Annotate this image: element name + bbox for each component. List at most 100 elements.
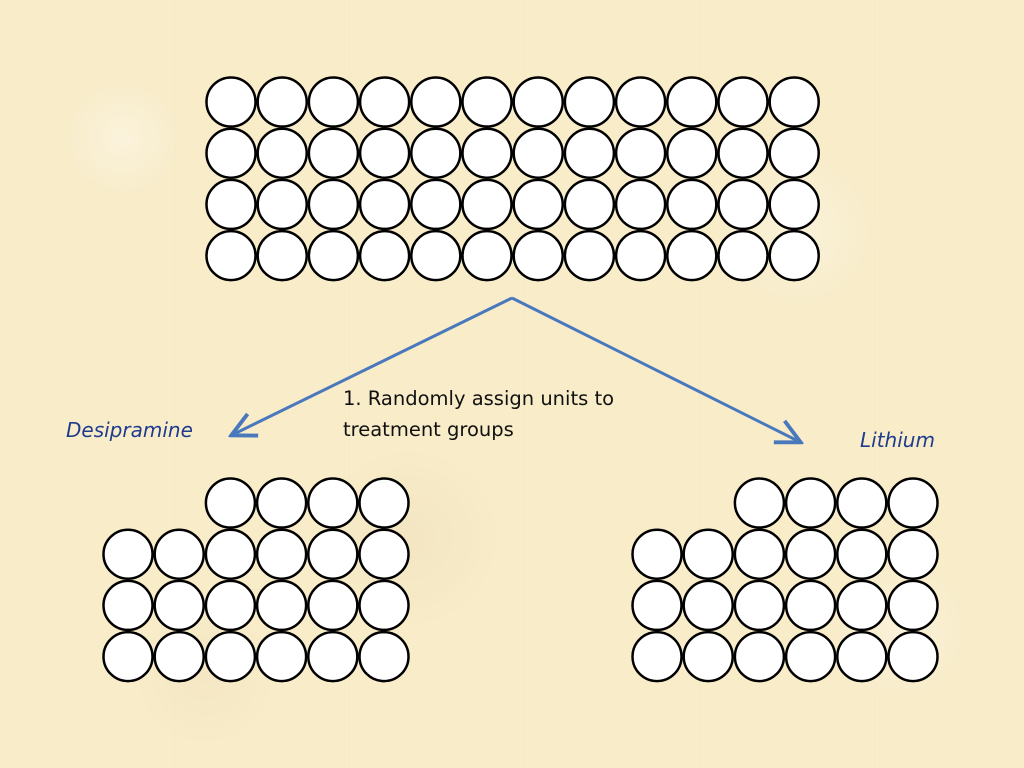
population-unit [563, 127, 616, 179]
arrow-to-lithium [511, 296, 798, 441]
population-unit [205, 178, 257, 231]
desipramine-label: Desipramine [66, 418, 193, 442]
lithium-unit [682, 528, 734, 580]
desipramine-unit [255, 630, 308, 683]
population-unit [717, 178, 769, 231]
step-line-2: treatment groups [343, 418, 514, 441]
population-unit [512, 127, 564, 179]
desipramine-unit [204, 477, 257, 529]
population-unit [410, 76, 462, 128]
population-unit [614, 229, 667, 282]
lithium-unit [631, 528, 683, 580]
population-unit [307, 76, 360, 128]
lithium-unit [733, 528, 786, 580]
lithium-unit [784, 579, 837, 632]
population-unit [358, 127, 411, 179]
population-unit [768, 76, 820, 128]
population-unit [563, 229, 616, 282]
population-unit [307, 229, 360, 282]
population-unit [563, 76, 616, 128]
desipramine-unit [102, 528, 154, 580]
population-unit [717, 229, 769, 282]
desipramine-unit [204, 579, 257, 632]
population-unit [256, 229, 308, 282]
lithium-unit [682, 579, 734, 632]
population-units [205, 76, 820, 282]
population-unit [256, 76, 308, 128]
desipramine-unit [358, 630, 410, 683]
population-unit [307, 178, 360, 231]
population-unit [512, 178, 564, 231]
lithium-unit [784, 477, 837, 529]
desipramine-unit [153, 630, 205, 683]
lithium-unit [836, 477, 888, 529]
desipramine-unit [204, 630, 257, 683]
desipramine-unit [255, 579, 308, 632]
population-unit [410, 229, 462, 282]
desipramine-unit [307, 630, 359, 683]
desipramine-units [102, 477, 410, 683]
population-unit [358, 76, 411, 128]
lithium-unit [733, 630, 786, 683]
population-unit [256, 127, 308, 179]
desipramine-unit [307, 477, 359, 529]
step-annotation: 1. Randomly assign units to treatment gr… [343, 383, 663, 445]
lithium-units [631, 477, 939, 683]
lithium-unit [887, 579, 939, 632]
population-unit [768, 229, 820, 282]
desipramine-unit [102, 579, 154, 632]
population-unit [666, 229, 718, 282]
desipramine-unit [358, 477, 410, 529]
desipramine-unit [358, 579, 410, 632]
lithium-unit [631, 630, 683, 683]
population-unit [614, 76, 667, 128]
lithium-unit [836, 579, 888, 632]
desipramine-unit [307, 579, 359, 632]
population-unit [666, 76, 718, 128]
population-unit [614, 178, 667, 231]
population-unit [205, 127, 257, 179]
lithium-unit [784, 630, 837, 683]
desipramine-unit [358, 528, 410, 580]
desipramine-unit [204, 528, 257, 580]
step-line-1: 1. Randomly assign units to [343, 387, 615, 410]
population-unit [666, 127, 718, 179]
lithium-unit [836, 528, 888, 580]
lithium-unit [733, 579, 786, 632]
desipramine-unit [153, 579, 205, 632]
population-unit [461, 178, 513, 231]
desipramine-unit [102, 630, 154, 683]
population-unit [461, 127, 513, 179]
desipramine-unit [153, 528, 205, 580]
population-unit [205, 76, 257, 128]
population-unit [512, 229, 564, 282]
lithium-unit [887, 630, 939, 683]
population-unit [512, 76, 564, 128]
population-unit [256, 178, 308, 231]
lithium-unit [784, 528, 837, 580]
lithium-unit [631, 579, 683, 632]
population-unit [205, 229, 257, 282]
desipramine-unit [255, 477, 308, 529]
population-unit [563, 178, 616, 231]
lithium-unit [887, 477, 939, 529]
population-unit [358, 178, 411, 231]
population-unit [768, 178, 820, 231]
population-unit [410, 127, 462, 179]
lithium-label: Lithium [860, 428, 935, 452]
population-unit [768, 127, 820, 179]
population-unit [410, 178, 462, 231]
population-unit [614, 127, 667, 179]
desipramine-unit [307, 528, 359, 580]
lithium-unit [887, 528, 939, 580]
population-unit [461, 229, 513, 282]
arrow-to-desipramine [234, 296, 513, 434]
population-unit [717, 76, 769, 128]
lithium-unit [733, 477, 786, 529]
population-unit [717, 127, 769, 179]
lithium-unit [682, 630, 734, 683]
desipramine-unit [255, 528, 308, 580]
lithium-unit [836, 630, 888, 683]
population-unit [358, 229, 411, 282]
